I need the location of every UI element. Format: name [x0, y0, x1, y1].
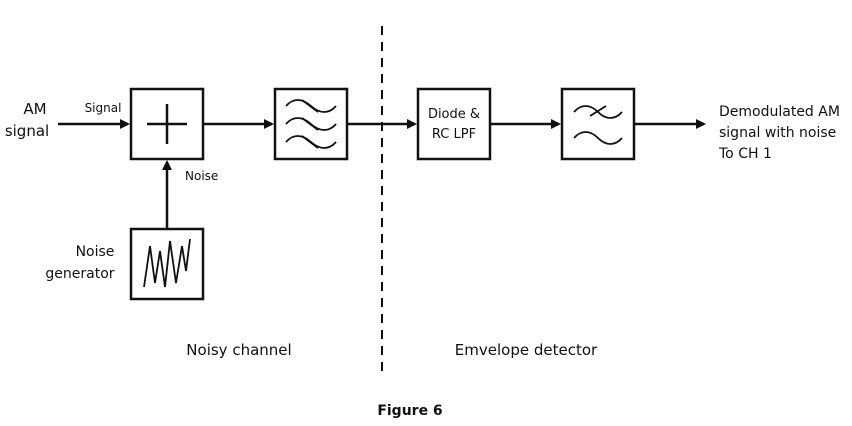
output-label-line3: To CH 1 — [718, 146, 772, 162]
diode-lpf-label-line1: Diode & — [428, 107, 480, 122]
input-label-am: AM — [23, 100, 46, 118]
noise-generator-block — [129, 227, 205, 301]
input-label-signal: signal — [5, 122, 49, 140]
noise-generator-label-line1: Noise — [76, 244, 115, 260]
plus-icon — [147, 104, 187, 144]
triple-wave-filter-icon — [285, 99, 337, 149]
diode-lpf-label-line2: RC LPF — [432, 127, 476, 142]
figure-caption: Figure 6 — [377, 403, 442, 419]
adder-block — [129, 87, 205, 161]
output-label-line2: signal with noise — [719, 125, 836, 141]
signal-label: Signal — [85, 101, 122, 115]
noise-generator-label-line2: generator — [45, 266, 114, 282]
noisy-channel-label: Noisy channel — [186, 341, 291, 359]
channel-filter-block — [273, 87, 349, 161]
diode-lpf-block: Diode & RC LPF — [416, 87, 492, 161]
noise-label: Noise — [185, 169, 218, 183]
zigzag-noise-icon — [143, 238, 191, 288]
lowpass-filter-block — [560, 87, 636, 161]
envelope-detector-label: Emvelope detector — [455, 341, 598, 359]
double-wave-filter-icon — [573, 105, 623, 145]
output-label-line1: Demodulated AM — [719, 104, 840, 120]
